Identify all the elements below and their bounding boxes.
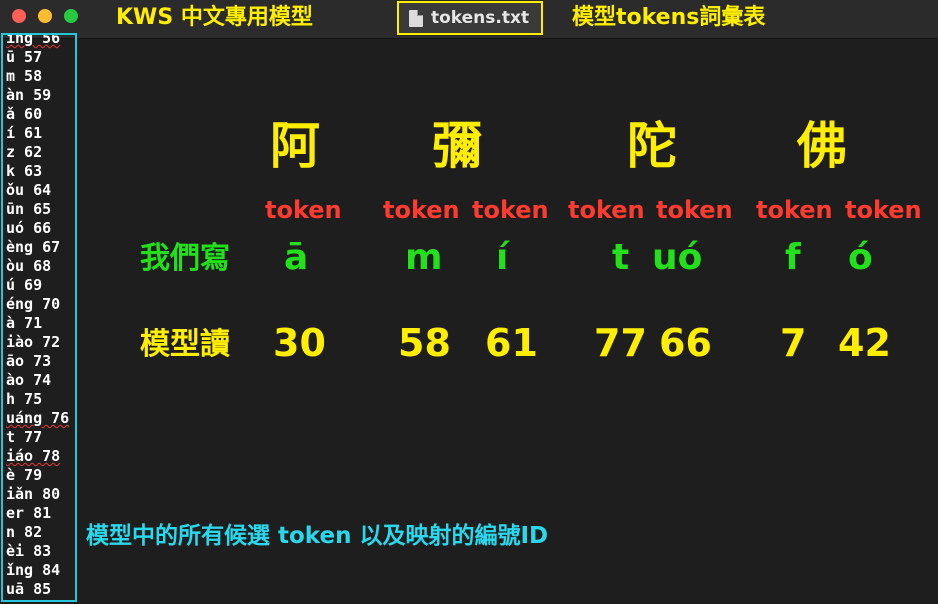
vocab-line: iáo 78 xyxy=(6,447,61,465)
token-label: token xyxy=(265,196,342,224)
token-label: token xyxy=(656,196,733,224)
vocab-line: uó 66 xyxy=(6,219,52,237)
vocab-line: éng 70 xyxy=(6,295,61,313)
written-row-label: 我們寫 xyxy=(140,241,230,276)
file-tab-label: tokens.txt xyxy=(431,8,530,28)
hanzi-char: 彌 xyxy=(432,117,482,175)
pinyin-token: m xyxy=(405,237,443,278)
vocab-line: iào 72 xyxy=(6,333,61,351)
token-id: 77 xyxy=(594,321,647,365)
vocab-line: er 81 xyxy=(6,504,52,522)
vocab-line: āo 73 xyxy=(6,352,52,370)
vocab-line: k 63 xyxy=(6,162,43,180)
vocab-line: ǐng 84 xyxy=(6,561,61,579)
vocab-line: uā 85 xyxy=(6,580,52,598)
token-id: 61 xyxy=(485,321,538,365)
vocab-line: m 58 xyxy=(6,67,43,85)
vocab-line: ǒu 64 xyxy=(6,181,52,199)
read-row-label: 模型讀 xyxy=(140,327,230,362)
pinyin-token: f xyxy=(785,237,801,278)
vocab-line: n 82 xyxy=(6,523,43,541)
hanzi-char: 阿 xyxy=(270,117,320,175)
token-label: token xyxy=(472,196,549,224)
vocab-line: ū 57 xyxy=(6,48,43,66)
close-window-button[interactable] xyxy=(12,9,26,23)
file-tab-tokens[interactable]: tokens.txt xyxy=(397,1,543,35)
hanzi-char: 陀 xyxy=(627,117,677,175)
token-id: 7 xyxy=(780,321,807,365)
token-label: token xyxy=(845,196,922,224)
vocab-line: èng 67 xyxy=(6,238,61,256)
token-id: 66 xyxy=(659,321,712,365)
token-label: token xyxy=(756,196,833,224)
vocab-table-title: 模型tokens詞彙表 xyxy=(572,5,766,30)
hanzi-char: 佛 xyxy=(797,117,847,175)
vocab-line: iǎn 80 xyxy=(6,485,61,503)
vocab-line: h 75 xyxy=(6,390,43,408)
token-id: 30 xyxy=(273,321,326,365)
vocab-line: t 77 xyxy=(6,428,43,446)
vocab-line: àn 59 xyxy=(6,86,52,104)
vocab-line: à 71 xyxy=(6,314,43,332)
vocab-line: ú 69 xyxy=(6,276,43,294)
vocab-line: ūn 65 xyxy=(6,200,52,218)
vocab-line: ing 56 xyxy=(6,33,61,47)
vocab-line: è 79 xyxy=(6,466,43,484)
vocab-line: uáng 76 xyxy=(6,409,70,427)
token-id: 42 xyxy=(838,321,891,365)
minimize-window-button[interactable] xyxy=(38,9,52,23)
vocab-line: ào 74 xyxy=(6,371,52,389)
vocab-line: í 61 xyxy=(6,124,43,142)
document-icon xyxy=(409,10,423,27)
vocab-line: òu 68 xyxy=(6,257,52,275)
token-id: 58 xyxy=(398,321,451,365)
pinyin-token: í xyxy=(496,237,509,278)
vocab-list-panel[interactable]: ing 56 ū 57 m 58 àn 59 ǎ 60 í 61 z 62 k … xyxy=(1,33,77,602)
vocab-line: èi 83 xyxy=(6,542,52,560)
pinyin-token: ó xyxy=(848,237,873,278)
vocab-line: z 62 xyxy=(6,143,43,161)
caption-text: 模型中的所有候選 token 以及映射的編號ID xyxy=(86,523,549,549)
zoom-window-button[interactable] xyxy=(64,9,78,23)
vocab-line: ǎ 60 xyxy=(6,105,43,123)
window-titlebar: KWS 中文專用模型 tokens.txt 模型tokens詞彙表 xyxy=(0,0,938,39)
token-label: token xyxy=(383,196,460,224)
model-title: KWS 中文專用模型 xyxy=(116,5,313,30)
pinyin-token: t xyxy=(612,237,630,278)
token-label: token xyxy=(568,196,645,224)
pinyin-token: ā xyxy=(284,237,309,278)
pinyin-token: uó xyxy=(652,237,703,278)
